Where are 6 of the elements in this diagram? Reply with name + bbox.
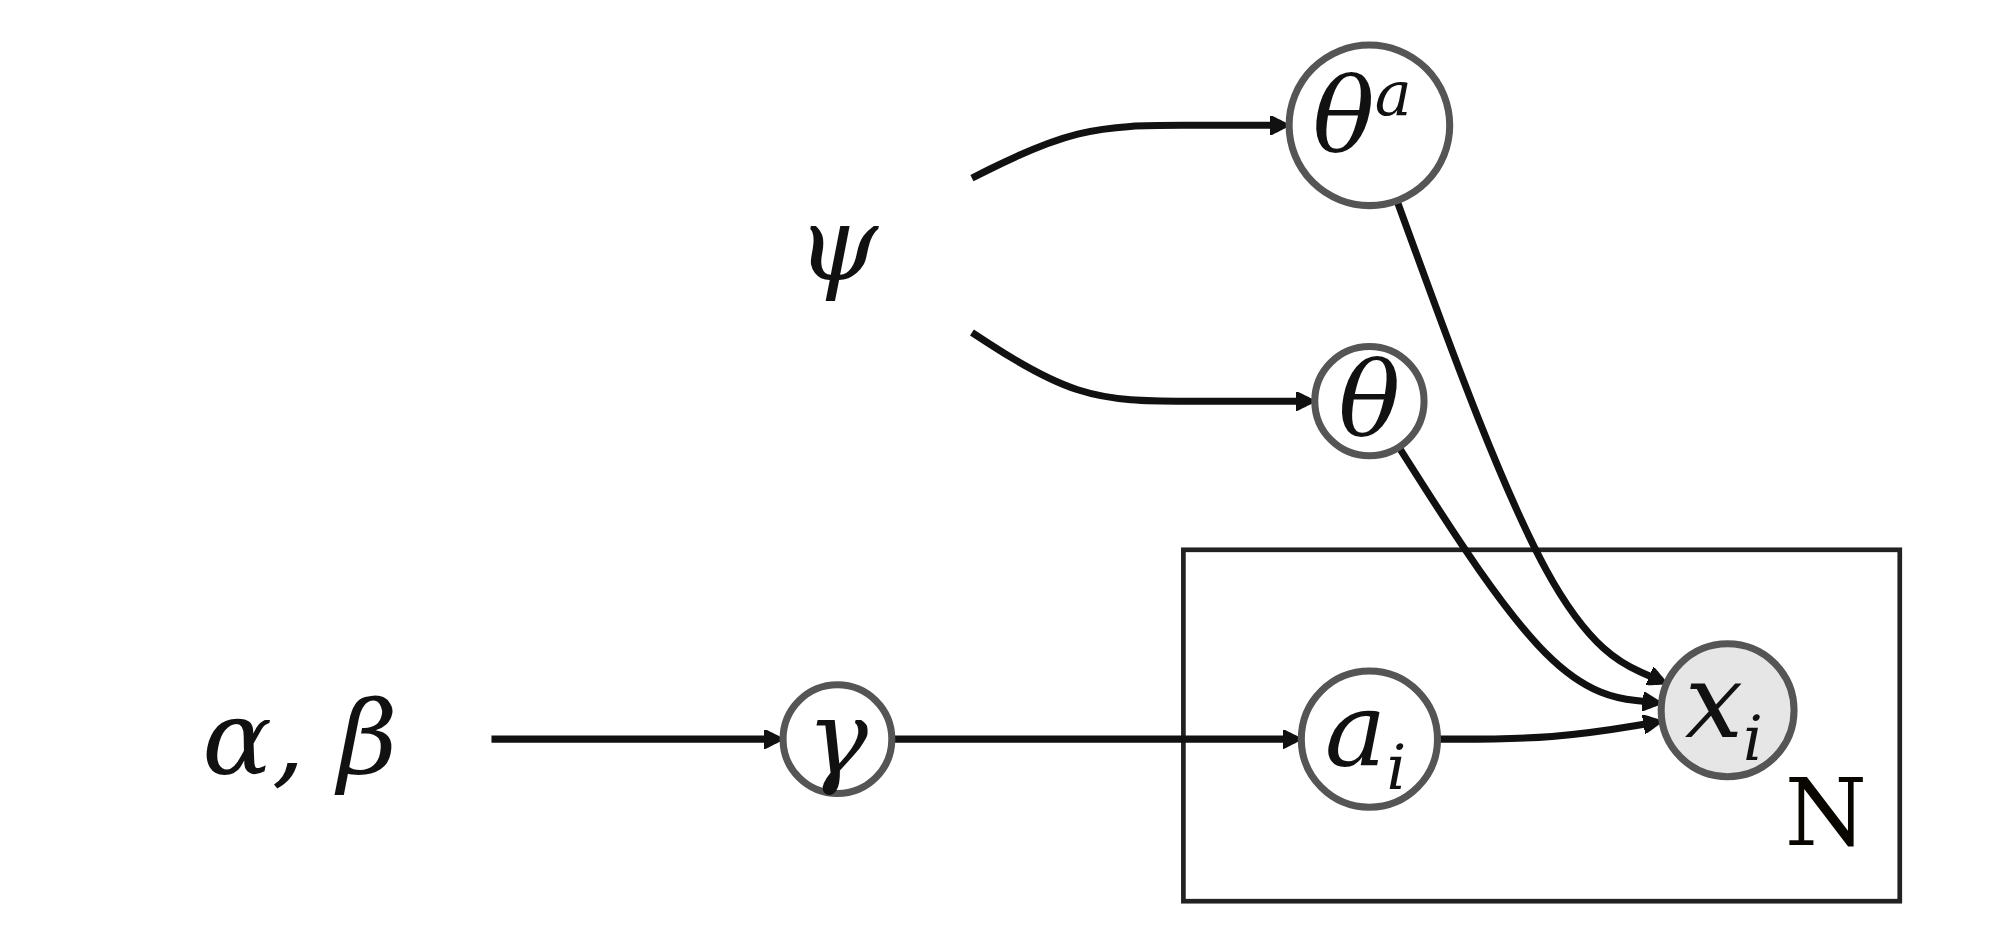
node-text: ψ	[796, 184, 878, 304]
node-circle: θ$^{a}$	[1285, 41, 1454, 210]
node-circle: a$_{i}$	[1297, 667, 1442, 811]
node-text: α, β	[202, 678, 398, 798]
node-circle: θ	[1311, 343, 1428, 460]
node-circle: γ	[779, 681, 896, 798]
